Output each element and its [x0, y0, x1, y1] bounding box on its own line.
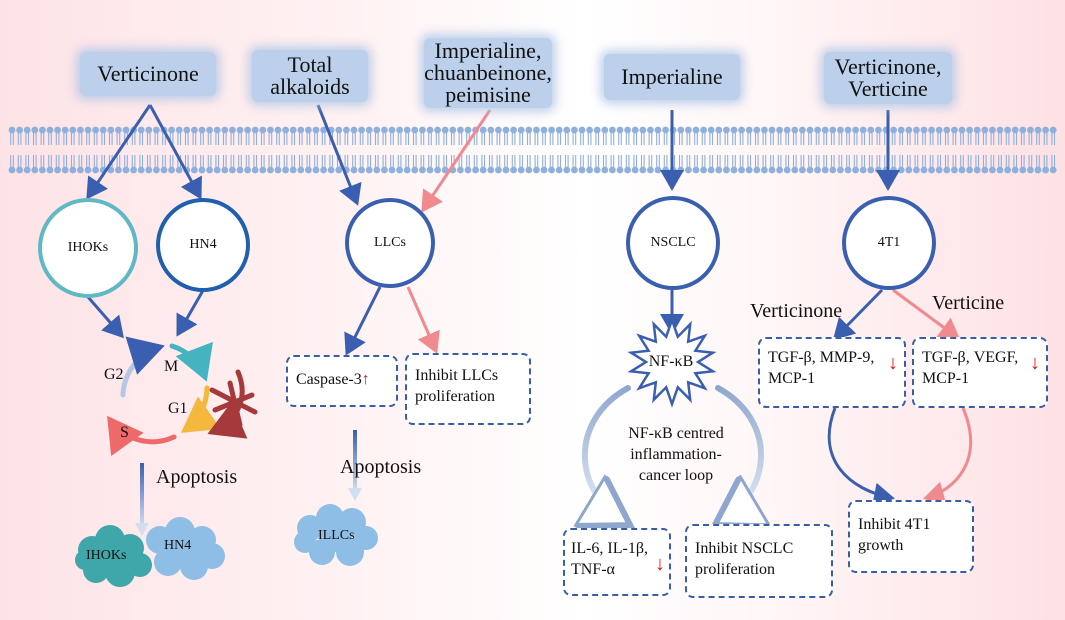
box-il6-text: IL-6, IL-1β, TNF-α: [571, 540, 648, 578]
cycle-g1: G1: [168, 400, 188, 417]
box-tgf-vegf: TGF-β, VEGF, MCP-1 ↓: [912, 337, 1048, 408]
apoptosis-left-label: Apoptosis: [156, 466, 238, 488]
box-inhibit-nsclc-text: Inhibit NSCLC proliferation: [695, 540, 794, 578]
cell-membrane: [8, 126, 1057, 174]
cell-nsclc-label: NSCLC: [650, 235, 696, 250]
apoptosis-arrows: [135, 430, 362, 536]
verticinone-branch-label: Verticinone: [750, 300, 843, 322]
cell-4t1: 4T1: [842, 196, 936, 290]
down-arrow-icon: ↓: [655, 553, 665, 575]
drug-verticinone-verticine: Verticinone, Verticine: [824, 52, 952, 104]
inhibition-marker: [207, 369, 258, 439]
blob-ihoks: [75, 525, 152, 587]
cell-hn4: HN4: [156, 198, 250, 292]
drug-total-alkaloids-label: Total alkaloids: [270, 52, 350, 99]
cell-llcs-label: LLCs: [374, 235, 406, 250]
nfkb-label: NF-κB: [648, 353, 694, 370]
drug-imperialine-mix-label: Imperialine, chuanbeinone, peimisine: [424, 38, 552, 107]
blob-illcs-label: ILLCs: [318, 528, 355, 543]
cell-ihoks-label: IHOKs: [67, 240, 109, 255]
blob-ihoks-label: IHOKs: [86, 548, 127, 563]
drug-verticinone: Verticinone: [80, 52, 216, 96]
box-il6: IL-6, IL-1β, TNF-α ↓: [563, 528, 671, 596]
down-arrow-icon: ↓: [888, 352, 898, 374]
cycle-g2: G2: [104, 366, 124, 383]
box-inhibit-llcs-text: Inhibit LLCs proliferation: [415, 367, 499, 405]
loop-arrows: [585, 385, 761, 522]
down-arrow-icon: ↓: [1030, 352, 1040, 374]
cell-hn4-label: HN4: [189, 237, 217, 252]
cycle-s: S: [120, 424, 129, 441]
box-tgf-mmp-text: TGF-β, MMP-9, MCP-1: [768, 349, 875, 387]
cell-llcs: LLCs: [345, 198, 435, 288]
nfkb-loop-label: NF-κB centred inflammation-cancer loop: [628, 425, 724, 484]
cycle-m: M: [164, 358, 179, 375]
verticine-branch-label: Verticine: [932, 292, 1005, 314]
box-tgf-vegf-text: TGF-β, VEGF, MCP-1: [922, 349, 1019, 387]
drug-imperialine-mix: Imperialine, chuanbeinone, peimisine: [424, 38, 552, 108]
cell-4t1-label: 4T1: [877, 235, 901, 250]
box-inhibit-4t1: Inhibit 4T1 growth: [848, 500, 974, 573]
drug-imperialine: Imperialine: [604, 54, 740, 100]
box-caspase3-text: Caspase-3: [296, 371, 362, 388]
apoptosis-mid-label: Apoptosis: [340, 456, 422, 478]
blob-hn4: [146, 517, 225, 580]
blob-hn4-label: HN4: [164, 538, 192, 553]
box-inhibit-4t1-text: Inhibit 4T1 growth: [858, 516, 931, 554]
box-caspase3: Caspase-3↑: [286, 355, 398, 407]
up-arrow-icon: ↑: [361, 371, 370, 388]
cell-nsclc: NSCLC: [626, 196, 720, 290]
box-inhibit-nsclc: Inhibit NSCLC proliferation: [685, 524, 833, 598]
box-tgf-mmp: TGF-β, MMP-9, MCP-1 ↓: [758, 337, 906, 408]
cell-cycle-ring: [107, 336, 222, 457]
drug-verticinone-label: Verticinone: [97, 61, 199, 86]
drug-verticinone-verticine-label: Verticinone, Verticine: [834, 54, 942, 101]
cell-ihoks: IHOKs: [38, 198, 138, 298]
drug-total-alkaloids: Total alkaloids: [252, 50, 368, 102]
drug-arrows: [86, 104, 900, 213]
nfkb-starburst: [627, 316, 717, 408]
drug-imperialine-label: Imperialine: [621, 64, 723, 89]
blob-illcs: [294, 504, 378, 566]
box-inhibit-llcs: Inhibit LLCs proliferation: [405, 353, 531, 425]
